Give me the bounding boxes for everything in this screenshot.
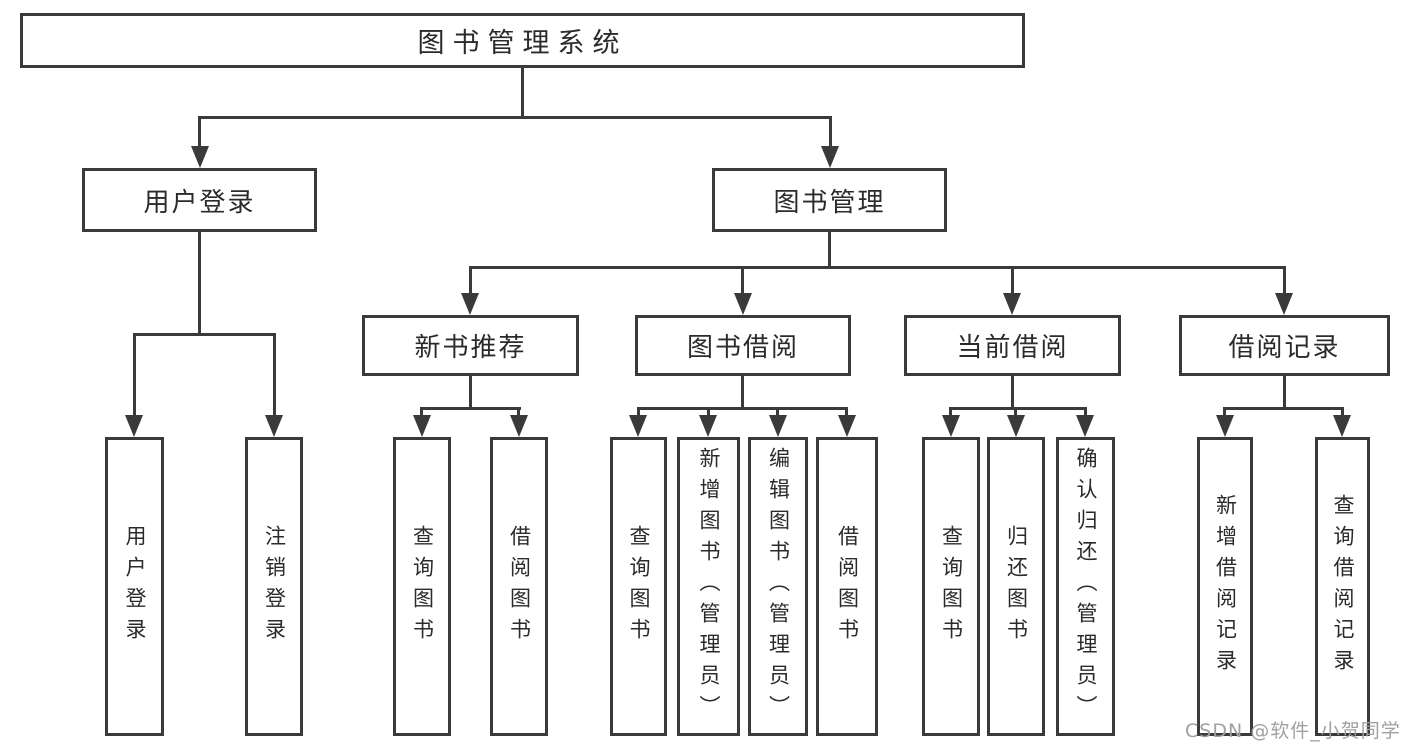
connector-line xyxy=(273,333,276,417)
connector-line xyxy=(133,333,136,417)
diagram-leaf-borrow-query: 查询图书 xyxy=(610,437,667,736)
arrow-down-icon xyxy=(769,415,787,437)
connector-line xyxy=(420,407,521,410)
connector-line xyxy=(741,376,744,410)
connector-line xyxy=(1283,266,1286,295)
diagram-node-user-login: 用户登录 xyxy=(82,168,317,232)
arrow-down-icon xyxy=(1275,293,1293,315)
node-label: 当前借阅 xyxy=(956,333,1069,363)
diagram-leaf-current-confirm: 确认归还（管理员） xyxy=(1056,437,1115,736)
diagram-leaf-current-query: 查询图书 xyxy=(922,437,980,736)
node-label: 归还图书 xyxy=(1004,524,1029,649)
watermark-text: CSDN @软件_小贺同学 xyxy=(1185,720,1401,742)
node-label: 新增图书（管理员） xyxy=(697,447,721,726)
diagram-leaf-borrow-borrow: 借阅图书 xyxy=(816,437,878,736)
diagram-node-root: 图书管理系统 xyxy=(20,13,1025,68)
connector-line xyxy=(1011,376,1014,410)
diagram-node-new-book-rec: 新书推荐 xyxy=(362,315,579,376)
arrow-down-icon xyxy=(191,146,209,168)
connector-line xyxy=(949,407,1087,410)
diagram-node-book-mgmt: 图书管理 xyxy=(712,168,947,232)
node-label: 新书推荐 xyxy=(414,333,527,363)
connector-line xyxy=(637,407,640,417)
connector-line xyxy=(469,266,472,295)
connector-line xyxy=(707,407,710,417)
connector-line xyxy=(637,407,848,410)
node-label: 借阅图书 xyxy=(835,524,860,649)
arrow-down-icon xyxy=(1003,293,1021,315)
diagram-leaf-borrow-add: 新增图书（管理员） xyxy=(677,437,740,736)
diagram-leaf-record-query: 查询借阅记录 xyxy=(1315,437,1370,736)
node-label: 用户登录 xyxy=(143,187,256,218)
connector-line xyxy=(521,68,524,118)
arrow-down-icon xyxy=(699,415,717,437)
node-label: 查询借阅记录 xyxy=(1331,493,1355,680)
node-label: 图书管理系统 xyxy=(417,28,628,59)
connector-line xyxy=(198,116,832,119)
diagram-node-current-borrow: 当前借阅 xyxy=(904,315,1121,376)
connector-line xyxy=(469,376,472,410)
node-label: 注销登录 xyxy=(262,524,287,649)
connector-line xyxy=(1011,266,1014,295)
connector-line xyxy=(1223,407,1226,417)
arrow-down-icon xyxy=(821,146,839,168)
connector-line xyxy=(829,116,832,148)
connector-line xyxy=(1283,376,1286,410)
arrow-down-icon xyxy=(1216,415,1234,437)
arrow-down-icon xyxy=(734,293,752,315)
node-label: 新增借阅记录 xyxy=(1213,493,1238,680)
connector-line xyxy=(1223,407,1344,410)
connector-line xyxy=(741,266,744,295)
arrow-down-icon xyxy=(125,415,143,437)
node-label: 用户登录 xyxy=(123,524,147,649)
node-label: 查询图书 xyxy=(627,524,651,649)
diagram-node-book-borrow: 图书借阅 xyxy=(635,315,851,376)
connector-line xyxy=(1084,407,1087,417)
connector-line xyxy=(828,232,831,269)
connector-line xyxy=(1014,407,1017,417)
diagram-leaf-user-login: 用户登录 xyxy=(105,437,164,736)
connector-line xyxy=(517,407,520,417)
node-label: 图书借阅 xyxy=(686,333,799,363)
connector-line xyxy=(1341,407,1344,417)
arrow-down-icon xyxy=(629,415,647,437)
diagram-leaf-current-return: 归还图书 xyxy=(987,437,1045,736)
arrow-down-icon xyxy=(1333,415,1351,437)
arrow-down-icon xyxy=(413,415,431,437)
connector-line xyxy=(198,232,201,335)
diagram-node-borrow-record: 借阅记录 xyxy=(1179,315,1390,376)
arrow-down-icon xyxy=(942,415,960,437)
arrow-down-icon xyxy=(1076,415,1094,437)
connector-line xyxy=(776,407,779,417)
connector-line xyxy=(420,407,423,417)
node-label: 借阅图书 xyxy=(507,524,532,649)
arrow-down-icon xyxy=(461,293,479,315)
node-label: 确认归还（管理员） xyxy=(1074,447,1098,726)
node-label: 查询图书 xyxy=(939,524,964,649)
node-label: 图书管理 xyxy=(773,187,886,218)
arrow-down-icon xyxy=(838,415,856,437)
diagram-leaf-newbook-borrow: 借阅图书 xyxy=(490,437,548,736)
diagram-leaf-borrow-edit: 编辑图书（管理员） xyxy=(748,437,808,736)
diagram-leaf-logout: 注销登录 xyxy=(245,437,303,736)
connector-line xyxy=(133,333,276,336)
node-label: 查询图书 xyxy=(410,524,435,649)
connector-line xyxy=(845,407,848,417)
connector-line xyxy=(198,116,201,148)
arrow-down-icon xyxy=(265,415,283,437)
connector-line xyxy=(469,266,1286,269)
node-label: 借阅记录 xyxy=(1228,333,1341,363)
diagram-leaf-record-add: 新增借阅记录 xyxy=(1197,437,1253,736)
diagram-leaf-newbook-query: 查询图书 xyxy=(393,437,451,736)
arrow-down-icon xyxy=(510,415,528,437)
node-label: 编辑图书（管理员） xyxy=(766,447,791,726)
arrow-down-icon xyxy=(1007,415,1025,437)
connector-line xyxy=(949,407,952,417)
